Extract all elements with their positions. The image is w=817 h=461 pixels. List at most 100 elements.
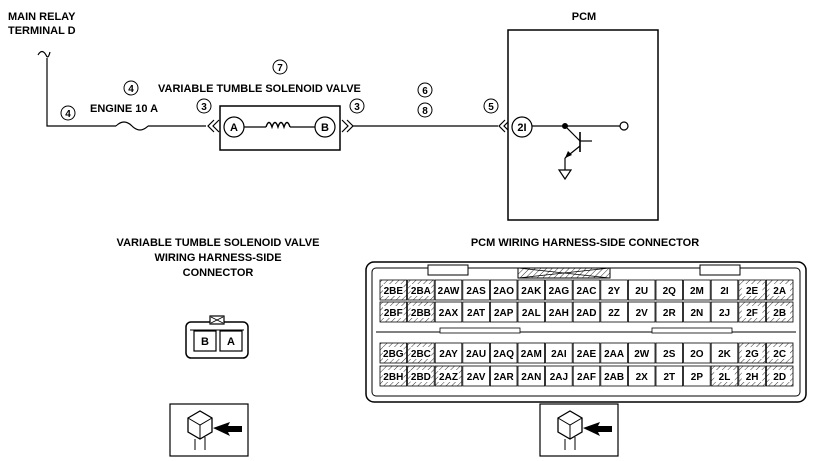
- pcm-pin-label-bg: [383, 284, 404, 296]
- solenoid-connector-pin-label: B: [201, 336, 209, 348]
- pcm-pin-cell: [462, 342, 490, 364]
- pcm-pin-cell: [600, 365, 628, 387]
- left-conn-title-line1: VARIABLE TUMBLE SOLENOID VALVE: [117, 237, 320, 249]
- pcm-pin-label: 2P: [691, 372, 704, 383]
- pcm-pin-cell: [489, 342, 518, 364]
- pcm-pin-cell: [489, 279, 518, 301]
- pcm-pin-cell: [462, 301, 490, 323]
- pcm-pin-label: 2BD: [411, 372, 431, 383]
- pcm-pin-label: 2Z: [608, 308, 620, 319]
- pcm-pin-label: 2B: [773, 308, 786, 319]
- pcm-pin-label-bg: [741, 306, 763, 318]
- pcm-pin-label: 2AT: [467, 308, 485, 319]
- pcm-pin-cell: [517, 342, 546, 364]
- pcm-pin-label: 2A: [773, 286, 786, 297]
- left-conn-title-line2: WIRING HARNESS-SIDE: [154, 252, 281, 264]
- pcm-pin-label: 2AH: [549, 308, 569, 319]
- right-conn-title: PCM WIRING HARNESS-SIDE CONNECTOR: [471, 237, 699, 249]
- terminal-circle-icon: [619, 121, 629, 131]
- pcm-pin-label: 2AI: [551, 349, 567, 360]
- pcm-pin-cell: [572, 301, 601, 323]
- pcm-pin-label: 2AV: [467, 372, 486, 383]
- ground-icon: [557, 169, 573, 181]
- circled-number: [60, 105, 76, 121]
- circled-number-text: 4: [65, 109, 71, 120]
- solenoid-connector-pin-label: A: [227, 336, 235, 348]
- pcm-pin-label: 2BE: [384, 286, 404, 297]
- pcm-pin-label: 2W: [634, 349, 650, 360]
- pcm-pin-label: 2G: [745, 349, 759, 360]
- pcm-pin-label: 2AF: [577, 372, 596, 383]
- solenoid-title-label: VARIABLE TUMBLE SOLENOID VALVE: [158, 83, 361, 95]
- pcm-pin-cell: [517, 365, 546, 387]
- pcm-pin-label: 2N: [691, 308, 704, 319]
- pcm-pin-cell: [710, 301, 739, 323]
- pcm-pin-label: 2AJ: [550, 372, 568, 383]
- pcm-pin-label: 2AR: [494, 372, 515, 383]
- circled-number-text: 4: [128, 84, 134, 95]
- pcm-pin-label: 2AO: [493, 286, 514, 297]
- pcm-pin-label: 2X: [636, 372, 649, 383]
- pcm-pin-label: 2AZ: [439, 372, 458, 383]
- solenoid-pin-a-label: A: [230, 122, 238, 134]
- pcm-pin-cell: [434, 279, 463, 301]
- pcm-pin-label: 2AM: [521, 349, 542, 360]
- pcm-pin-label: 2BH: [383, 372, 403, 383]
- pcm-pin-cell: [600, 342, 628, 364]
- pcm-pin-cell: [517, 279, 546, 301]
- solenoid-connector-pin: [219, 330, 243, 352]
- pcm-pin-label: 2AQ: [493, 349, 514, 360]
- pcm-pin-cell: [683, 301, 711, 323]
- pcm-pin-label-bg: [769, 347, 790, 359]
- pcm-pin-label-bg: [410, 284, 432, 296]
- circled-number-text: 8: [422, 106, 428, 117]
- pcm-pin-cell: [628, 342, 656, 364]
- pcm-pin-cell: [628, 301, 656, 323]
- pcm-pin-cell: [545, 365, 573, 387]
- pcm-pin-label: 2BG: [383, 349, 404, 360]
- pcm-pin-label: 2O: [690, 349, 704, 360]
- pcm-pin-label: 2L: [719, 372, 731, 383]
- pcm-pin-cell: [545, 279, 573, 301]
- pcm-pin-label: 2S: [663, 349, 676, 360]
- pcm-pin-cell: [462, 365, 490, 387]
- pcm-pin-label: 2BA: [411, 286, 431, 297]
- pcm-pin-label-bg: [741, 347, 763, 359]
- pcm-pin-cell: [572, 279, 601, 301]
- pcm-pin-cell: [655, 279, 684, 301]
- pcm-pin-cell: [517, 301, 546, 323]
- pcm-pin-label-bg: [410, 306, 432, 318]
- circled-number-text: 6: [422, 86, 428, 97]
- harness-view-direction-icon: [169, 403, 249, 457]
- pcm-pin-label: 2AK: [521, 286, 542, 297]
- pcm-pin-label: 2Q: [663, 286, 677, 297]
- pcm-pin-label-bg: [769, 306, 790, 318]
- pcm-pin-cell: [683, 342, 711, 364]
- pcm-pin-label-bg: [741, 284, 763, 296]
- connector-chevron-icon: [341, 119, 354, 133]
- pcm-box: [507, 29, 659, 221]
- pcm-pin-label-bg: [741, 370, 763, 382]
- pcm-pin-label: 2AU: [466, 349, 486, 360]
- pcm-pin-label: 2V: [636, 308, 649, 319]
- pcm-pin-cell: [572, 342, 601, 364]
- pcm-pin-cell: [683, 279, 711, 301]
- solenoid-connector-pin: [193, 330, 217, 352]
- pcm-pin-label: 2I: [517, 122, 526, 134]
- emitter-arrow-icon: [565, 151, 572, 158]
- pcm-pin-label: 2AX: [439, 308, 459, 319]
- pcm-pin-label: 2AS: [466, 286, 486, 297]
- pcm-label: PCM: [572, 11, 596, 23]
- pcm-pin-label: 2AG: [549, 286, 570, 297]
- pcm-pin-label-bg: [410, 347, 432, 359]
- circled-number: [417, 82, 433, 98]
- pcm-pin-label-bg: [769, 370, 790, 382]
- solenoid-pin-b-label: B: [321, 122, 329, 134]
- pcm-pin-label: 2R: [663, 308, 677, 319]
- pcm-pin-label: 2BB: [411, 308, 431, 319]
- main-relay-label-line1: MAIN RELAY: [8, 11, 76, 23]
- pcm-pin-label-bg: [714, 370, 735, 382]
- pcm-pin-cell: [600, 279, 628, 301]
